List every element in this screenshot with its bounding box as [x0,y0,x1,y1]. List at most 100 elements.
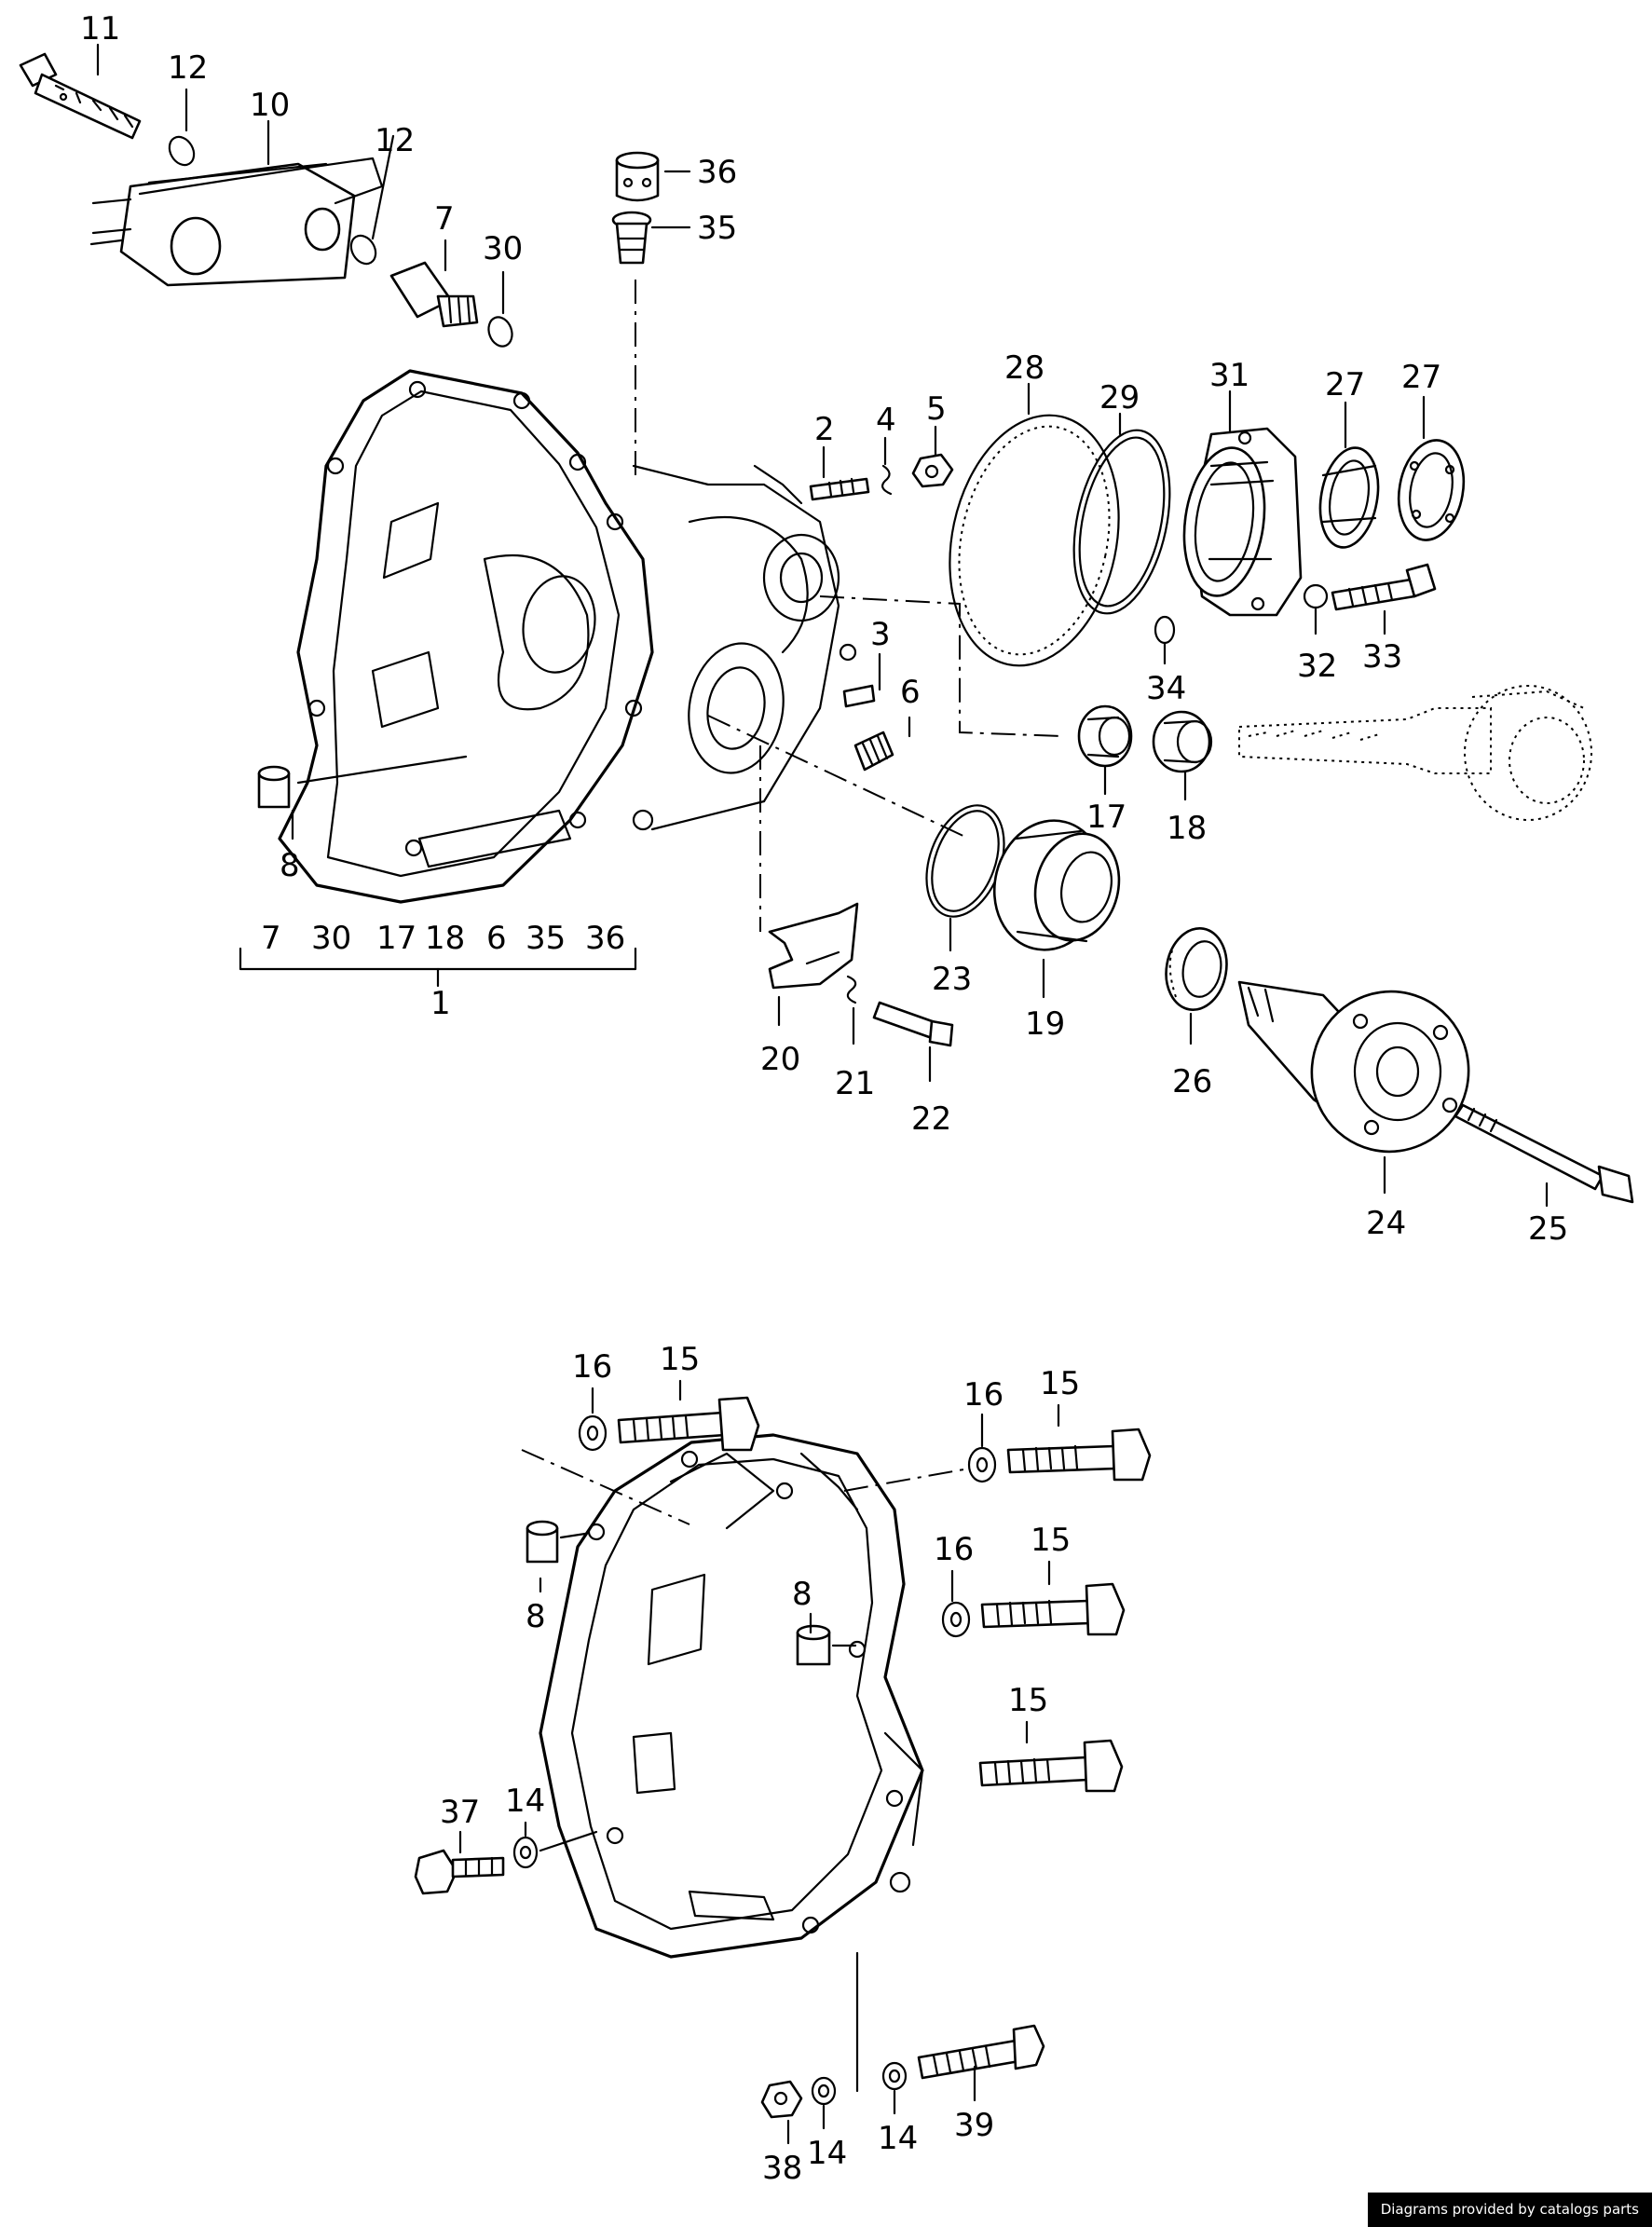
part-15-bolt-b [1006,1428,1152,1482]
centerline-lower-shaft [707,715,970,840]
callout-27: 27 [1401,359,1441,396]
part-15-bolt-c [980,1582,1126,1636]
part-19-flange-cover [992,819,1121,951]
callout-31: 31 [1209,357,1249,394]
part-12-o-ring-b [349,234,377,266]
part-24-drive-flange [1237,980,1470,1154]
callout-37: 37 [440,1794,480,1831]
part-37-bolt [414,1849,505,1895]
callout-38: 38 [762,2150,802,2187]
callout-11: 11 [80,10,120,48]
callout-15: 15 [660,1341,700,1378]
callout-27: 27 [1325,366,1365,403]
centerline-15a [521,1449,690,1525]
callout-34: 34 [1146,670,1186,707]
callout-25: 25 [1528,1210,1568,1248]
callout-15: 15 [1008,1682,1048,1719]
part-15-bolt-d [978,1739,1124,1793]
callout-10: 10 [250,87,290,124]
part-12-o-ring-a [168,135,196,167]
part-27-seal-a [1318,446,1380,549]
part-6-plug [853,731,894,772]
callout-14: 14 [878,2120,918,2157]
part-14-washer-b [811,2076,837,2106]
part-16-washer-c [941,1601,971,1638]
callout-17: 17 [1086,799,1126,836]
callout-35: 35 [697,210,737,247]
callout-33: 33 [1362,638,1402,676]
part-28-gasket [949,414,1120,667]
callout-16: 16 [572,1348,612,1386]
group-1-member-18: 18 [425,920,465,957]
part-26-seal [1165,927,1228,1011]
callout-2: 2 [814,411,835,448]
callout-26: 26 [1172,1063,1212,1100]
part-10-pipe-block [89,157,384,287]
part-31-flange-housing [1182,427,1303,617]
callout-16: 16 [934,1531,974,1568]
part-16-washer-b [967,1446,997,1483]
part-35-valve [611,211,652,265]
callout-7: 7 [434,200,455,238]
callout-20: 20 [760,1041,800,1078]
reference-shaft-dotted [1238,685,1592,821]
group-1-member-30: 30 [311,920,351,957]
housing-upper [278,369,857,904]
part-8-dowel-lower-a [526,1520,587,1564]
callout-8: 8 [792,1576,812,1613]
callout-3: 3 [870,616,891,653]
callout-labels: 11 12 10 12 7 30 36 35 2 4 5 28 29 31 27… [80,10,1568,2187]
callout-12: 12 [375,122,415,159]
callout-22: 22 [911,1100,951,1138]
callout-24: 24 [1366,1205,1406,1242]
part-36-cap [615,151,660,202]
part-7-threaded-plug [389,261,479,328]
part-21-spring-washer [846,975,857,1004]
callout-28: 28 [1004,349,1044,387]
part-27-seal-b [1397,439,1466,541]
part-39-bolt [917,2024,1045,2080]
housing-lower [539,1433,924,1959]
callout-8: 8 [526,1598,546,1635]
part-15-bolt-a [617,1396,760,1452]
part-34-o-ring [1154,615,1176,645]
callout-4: 4 [876,402,896,439]
callout-15: 15 [1040,1365,1080,1402]
group-1-member-35: 35 [526,920,566,957]
part-33-bolt [1331,563,1437,611]
callout-6: 6 [900,674,921,711]
part-11-banjo-bolt [19,52,142,140]
part-32-spring-washer [1303,583,1329,609]
part-14-washer-a [512,1830,598,1869]
part-17-bearing-race [1077,704,1133,768]
group-1-member-17: 17 [376,920,416,957]
callout-21: 21 [835,1065,875,1102]
part-30-seal-ring [487,316,513,348]
group-1-member-6: 6 [486,920,507,957]
callout-18: 18 [1167,810,1207,847]
part-29-o-ring [1072,429,1171,615]
callout-12: 12 [168,49,208,87]
leader-lines-lower [458,1379,1060,2145]
part-5-nut [911,453,954,488]
callout-16: 16 [963,1376,1003,1414]
callout-23: 23 [932,961,972,998]
centerline-15b [843,1468,970,1492]
part-20-bracket [768,902,859,990]
group-1-member-7: 7 [261,920,281,957]
callout-5: 5 [926,390,947,428]
callout-14: 14 [807,2135,847,2172]
credit-badge: Diagrams provided by catalogs parts [1367,2193,1652,2227]
part-38-nut [760,2080,803,2119]
callout-36: 36 [697,154,737,191]
callout-14: 14 [505,1783,545,1820]
callout-1: 1 [430,985,451,1022]
part-8-dowel-sleeve [257,755,468,809]
callout-15: 15 [1031,1522,1071,1559]
callout-8: 8 [280,847,300,884]
group-1-member-36: 36 [585,920,625,957]
centerline-upper-shaft [819,595,1063,737]
callout-29: 29 [1099,379,1140,417]
callout-32: 32 [1297,648,1337,685]
